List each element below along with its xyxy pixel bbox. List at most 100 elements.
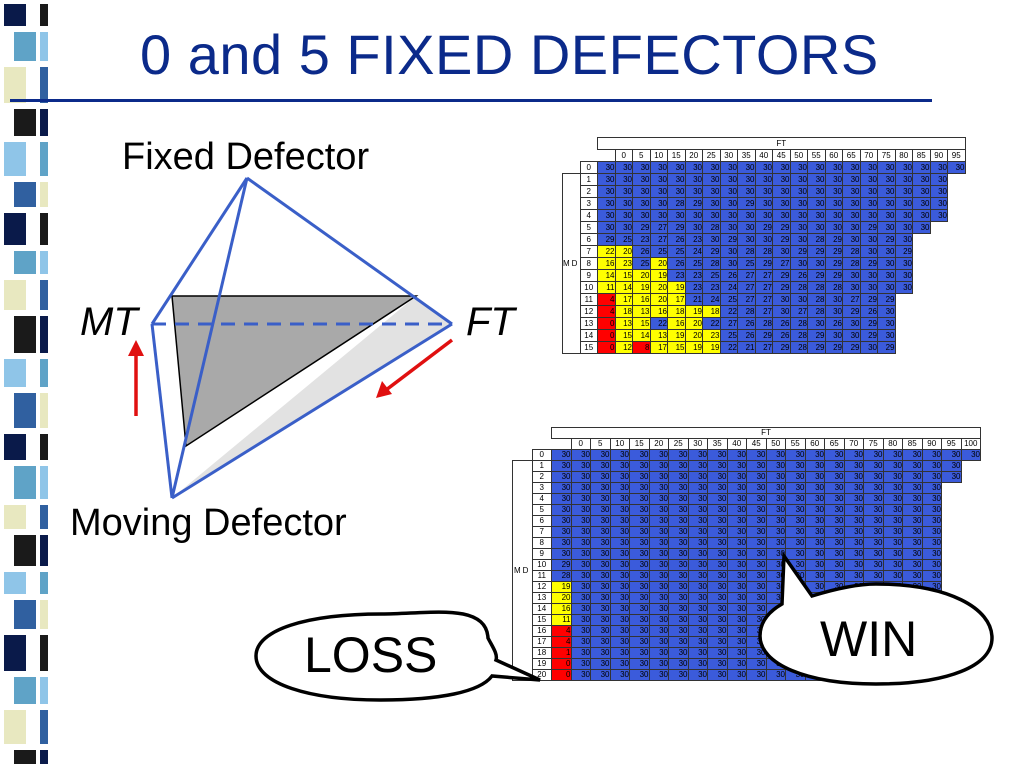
table-value-cell: 30 (684, 221, 703, 234)
table-value-cell: 30 (902, 493, 923, 505)
table-value-cell: 30 (551, 504, 572, 516)
table-value-cell: 30 (785, 504, 806, 516)
table-column-header: 60 (804, 438, 825, 450)
table-row-axis-label: MD (562, 173, 581, 354)
table-column-header: 15 (667, 149, 686, 162)
table-value-cell: 19 (684, 341, 703, 354)
table-value-cell: 30 (570, 493, 591, 505)
table-value-cell: 30 (894, 161, 913, 174)
table-value-cell: 30 (789, 197, 808, 210)
table-column-header: 70 (859, 149, 878, 162)
table-empty-cell (961, 637, 981, 648)
table-value-cell: 30 (648, 581, 669, 593)
table-empty-cell (930, 270, 948, 282)
table-value-cell: 30 (597, 221, 616, 234)
table-corner (532, 428, 552, 439)
table-value-cell: 30 (687, 570, 708, 582)
decorative-square (40, 505, 48, 529)
table-value-cell: 30 (687, 559, 708, 571)
table-value-cell: 30 (746, 559, 767, 571)
table-value-cell: 27 (772, 257, 791, 270)
label-fixed-defector: Fixed Defector (122, 136, 370, 178)
table-empty-cell (930, 282, 948, 294)
table-empty-cell (961, 593, 981, 604)
table-value-cell: 30 (842, 161, 861, 174)
table-value-cell: 30 (570, 460, 591, 472)
table-value-cell: 30 (746, 449, 767, 461)
table-value-cell: 30 (687, 526, 708, 538)
table-value-cell: 28 (737, 245, 756, 258)
table-value-cell: 30 (649, 161, 668, 174)
table-value-cell: 30 (863, 493, 884, 505)
table-value-cell: 29 (772, 341, 791, 354)
loss-callout-text: LOSS (304, 627, 438, 683)
table-value-cell: 30 (785, 537, 806, 549)
table-value-cell: 30 (570, 603, 591, 615)
decorative-square (40, 32, 48, 61)
table-value-cell: 30 (648, 482, 669, 494)
table-column-header: 40 (726, 438, 747, 450)
table-value-cell: 30 (921, 548, 942, 560)
table-value-cell: 30 (902, 526, 923, 538)
table-value-cell: 30 (648, 559, 669, 571)
table-value-cell: 30 (882, 493, 903, 505)
table-value-cell: 30 (824, 515, 845, 527)
table-value-cell: 28 (551, 570, 572, 582)
table-value-cell: 30 (648, 504, 669, 516)
table-value-cell: 30 (746, 647, 767, 659)
table-value-cell: 29 (772, 233, 791, 246)
table-row-header: 19 (531, 658, 552, 670)
table-corner (552, 439, 572, 450)
table-empty-cell (961, 615, 981, 626)
table-value-cell: 30 (785, 570, 806, 582)
table-value-cell: 30 (842, 317, 861, 330)
table-value-cell: 30 (804, 515, 825, 527)
table-row-header: 11 (531, 570, 552, 582)
table-value-cell: 30 (629, 449, 650, 461)
table-value-cell: 14 (614, 281, 633, 294)
table-value-cell: 30 (609, 669, 630, 681)
table-value-cell: 30 (551, 471, 572, 483)
table-column-header: 95 (941, 438, 962, 450)
table-value-cell: 29 (772, 269, 791, 282)
table-empty-cell (961, 626, 981, 637)
table-value-cell: 28 (807, 293, 826, 306)
table-value-cell: 30 (609, 625, 630, 637)
pyramid-edge-apex-left (150, 177, 249, 325)
table-column-header: 20 (648, 438, 669, 450)
table-corner (563, 162, 581, 174)
table-value-cell: 30 (719, 209, 738, 222)
table-value-cell: 30 (824, 161, 843, 174)
table-value-cell: 30 (648, 603, 669, 615)
table-value-cell: 30 (804, 570, 825, 582)
table-value-cell: 30 (804, 493, 825, 505)
table-value-cell: 30 (824, 482, 845, 494)
table-value-cell: 30 (843, 515, 864, 527)
table-row-header: 2 (579, 185, 598, 198)
table-row-header: 0 (579, 161, 598, 174)
table-value-cell: 30 (921, 471, 942, 483)
table-value-cell: 30 (842, 185, 861, 198)
decorative-square (14, 109, 36, 136)
table-empty-cell (948, 222, 966, 234)
table-empty-cell (942, 527, 962, 538)
table-value-cell: 30 (859, 341, 878, 354)
label-moving-defector: Moving Defector (70, 502, 347, 544)
table-value-cell: 30 (804, 548, 825, 560)
table-value-cell: 30 (590, 669, 611, 681)
table-corner (532, 439, 552, 450)
table-value-cell: 30 (902, 669, 923, 681)
table-value-cell: 30 (590, 592, 611, 604)
table-value-cell: 30 (570, 548, 591, 560)
table-value-cell: 30 (590, 658, 611, 670)
table-value-cell: 30 (684, 209, 703, 222)
table-value-cell: 30 (668, 570, 689, 582)
table-value-cell: 30 (551, 526, 572, 538)
table-value-cell: 30 (668, 460, 689, 472)
table-value-cell: 23 (702, 329, 721, 342)
table-value-cell: 30 (570, 537, 591, 549)
